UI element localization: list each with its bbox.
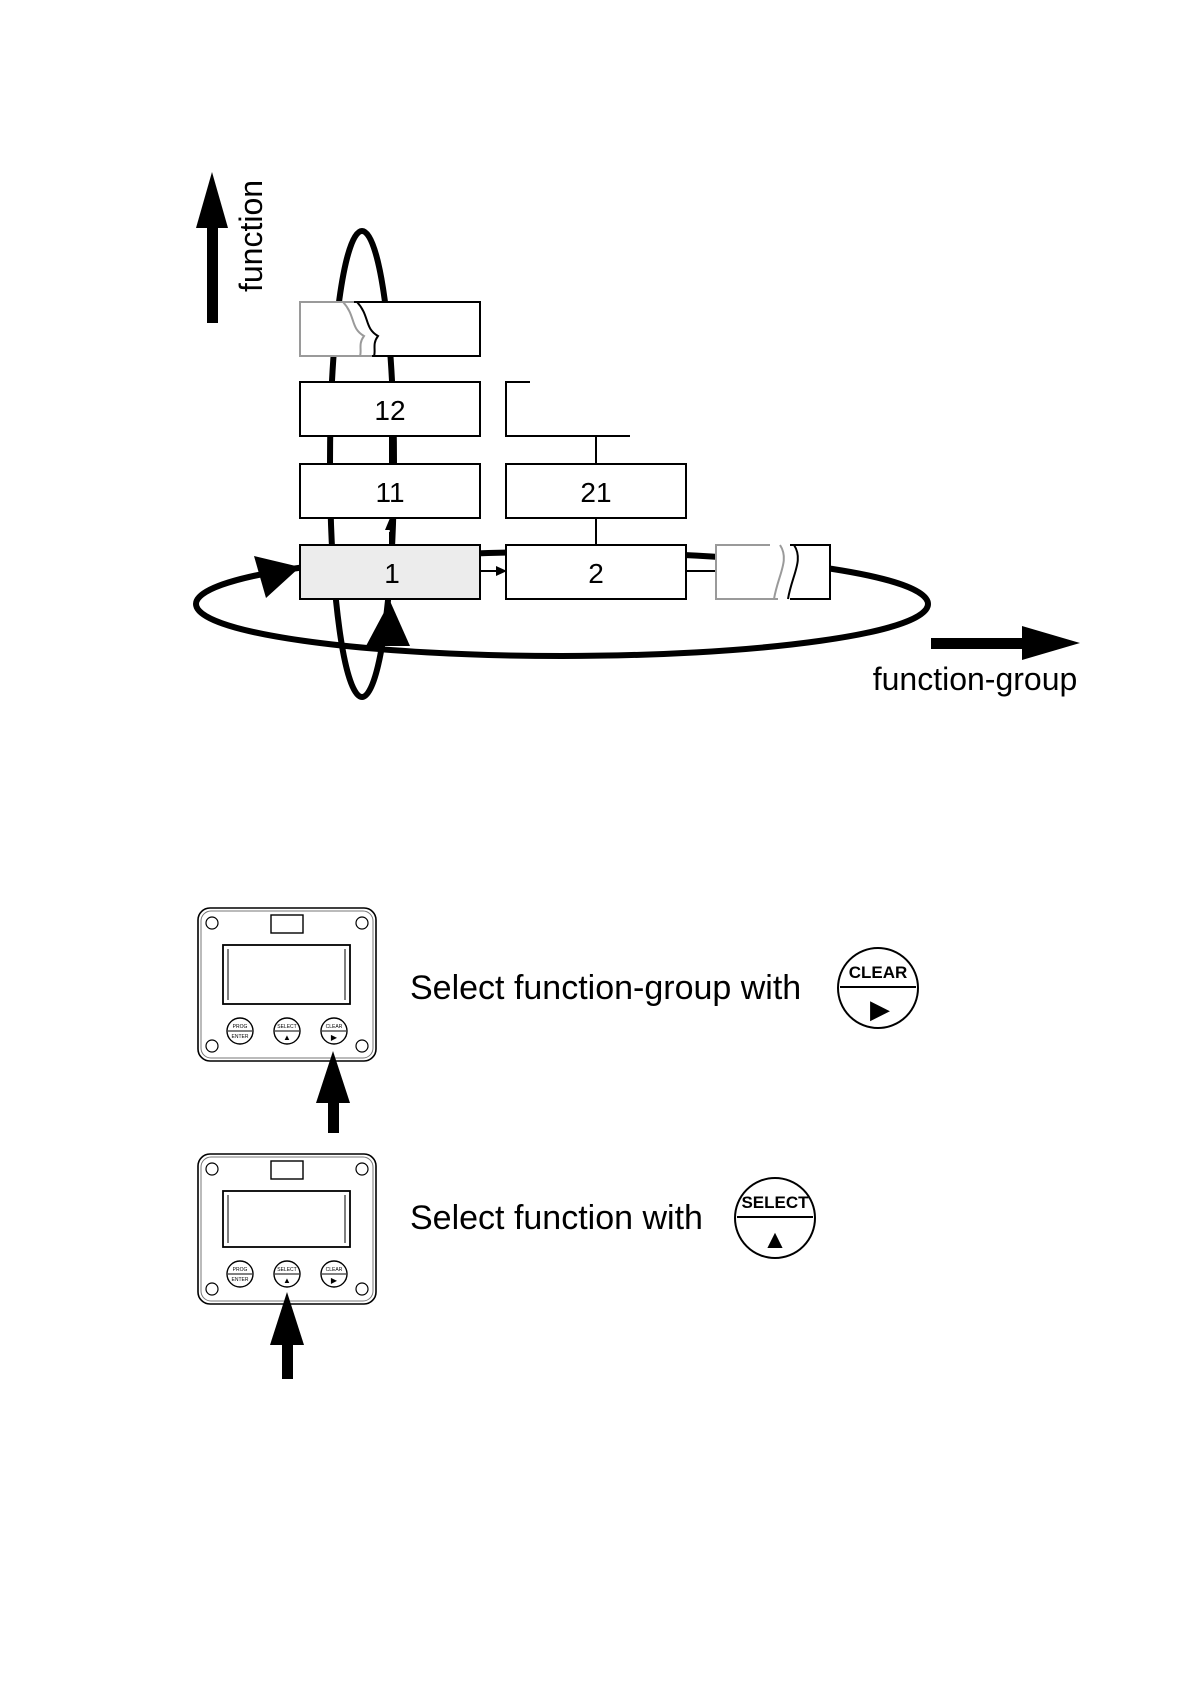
box-12-label: 12	[374, 395, 405, 426]
box-partial-top	[506, 382, 630, 436]
function-group-axis-label: function-group	[873, 661, 1078, 697]
select-key-icon: SELECT ▲	[732, 1175, 818, 1261]
box-torn-top	[300, 302, 480, 356]
box-11-label: 11	[375, 477, 404, 508]
device-buttons: PROG ENTER SELECT ▲ CLEAR ▶	[227, 1018, 347, 1044]
device-btn-clear-label: CLEAR	[326, 1267, 343, 1273]
select-key-symbol: ▲	[762, 1224, 788, 1254]
group-cycle-arrowhead	[254, 556, 300, 598]
box-2-label: 2	[588, 558, 604, 589]
device-illustration-clear: PROG ENTER SELECT ▲ CLEAR ▶	[195, 905, 385, 1135]
device-btn-select-symbol: ▲	[283, 1033, 291, 1042]
function-axis-label: function	[233, 180, 269, 292]
function-navigation-diagram: function 12 11 1 21 2	[0, 0, 1190, 720]
box-1-label: 1	[384, 558, 400, 589]
instruction-select-function: Select function with	[410, 1199, 703, 1238]
box-21-label: 21	[580, 477, 611, 508]
device-btn-clear-symbol: ▶	[331, 1276, 338, 1285]
select-key-label: SELECT	[741, 1193, 809, 1212]
device-btn-prog-label: PROG	[233, 1024, 248, 1030]
device-btn-select-label: SELECT	[277, 1024, 296, 1030]
device-display	[223, 1191, 350, 1247]
function-group-axis-arrow	[931, 626, 1080, 660]
device-buttons: PROG ENTER SELECT ▲ CLEAR ▶	[227, 1261, 347, 1287]
function-axis-arrow	[196, 172, 228, 323]
device-btn-prog-label: PROG	[233, 1267, 248, 1273]
press-arrow-up	[270, 1292, 304, 1379]
clear-key-icon: CLEAR ▶	[835, 945, 921, 1031]
device-btn-select-symbol: ▲	[283, 1276, 291, 1285]
box-torn-right	[716, 545, 830, 599]
device-btn-clear-label: CLEAR	[326, 1024, 343, 1030]
device-btn-clear-symbol: ▶	[331, 1033, 338, 1042]
clear-key-symbol: ▶	[870, 994, 890, 1024]
device-display	[223, 945, 350, 1004]
function-cycle-arrowhead	[366, 601, 410, 646]
device-btn-enter-label: ENTER	[232, 1034, 249, 1040]
device-illustration-select: PROG ENTER SELECT ▲ CLEAR ▶	[195, 1151, 385, 1381]
instruction-select-function-group: Select function-group with	[410, 969, 801, 1008]
clear-key-label: CLEAR	[849, 963, 908, 982]
device-btn-select-label: SELECT	[277, 1267, 296, 1273]
press-arrow-up	[316, 1051, 350, 1133]
device-btn-enter-label: ENTER	[232, 1277, 249, 1283]
